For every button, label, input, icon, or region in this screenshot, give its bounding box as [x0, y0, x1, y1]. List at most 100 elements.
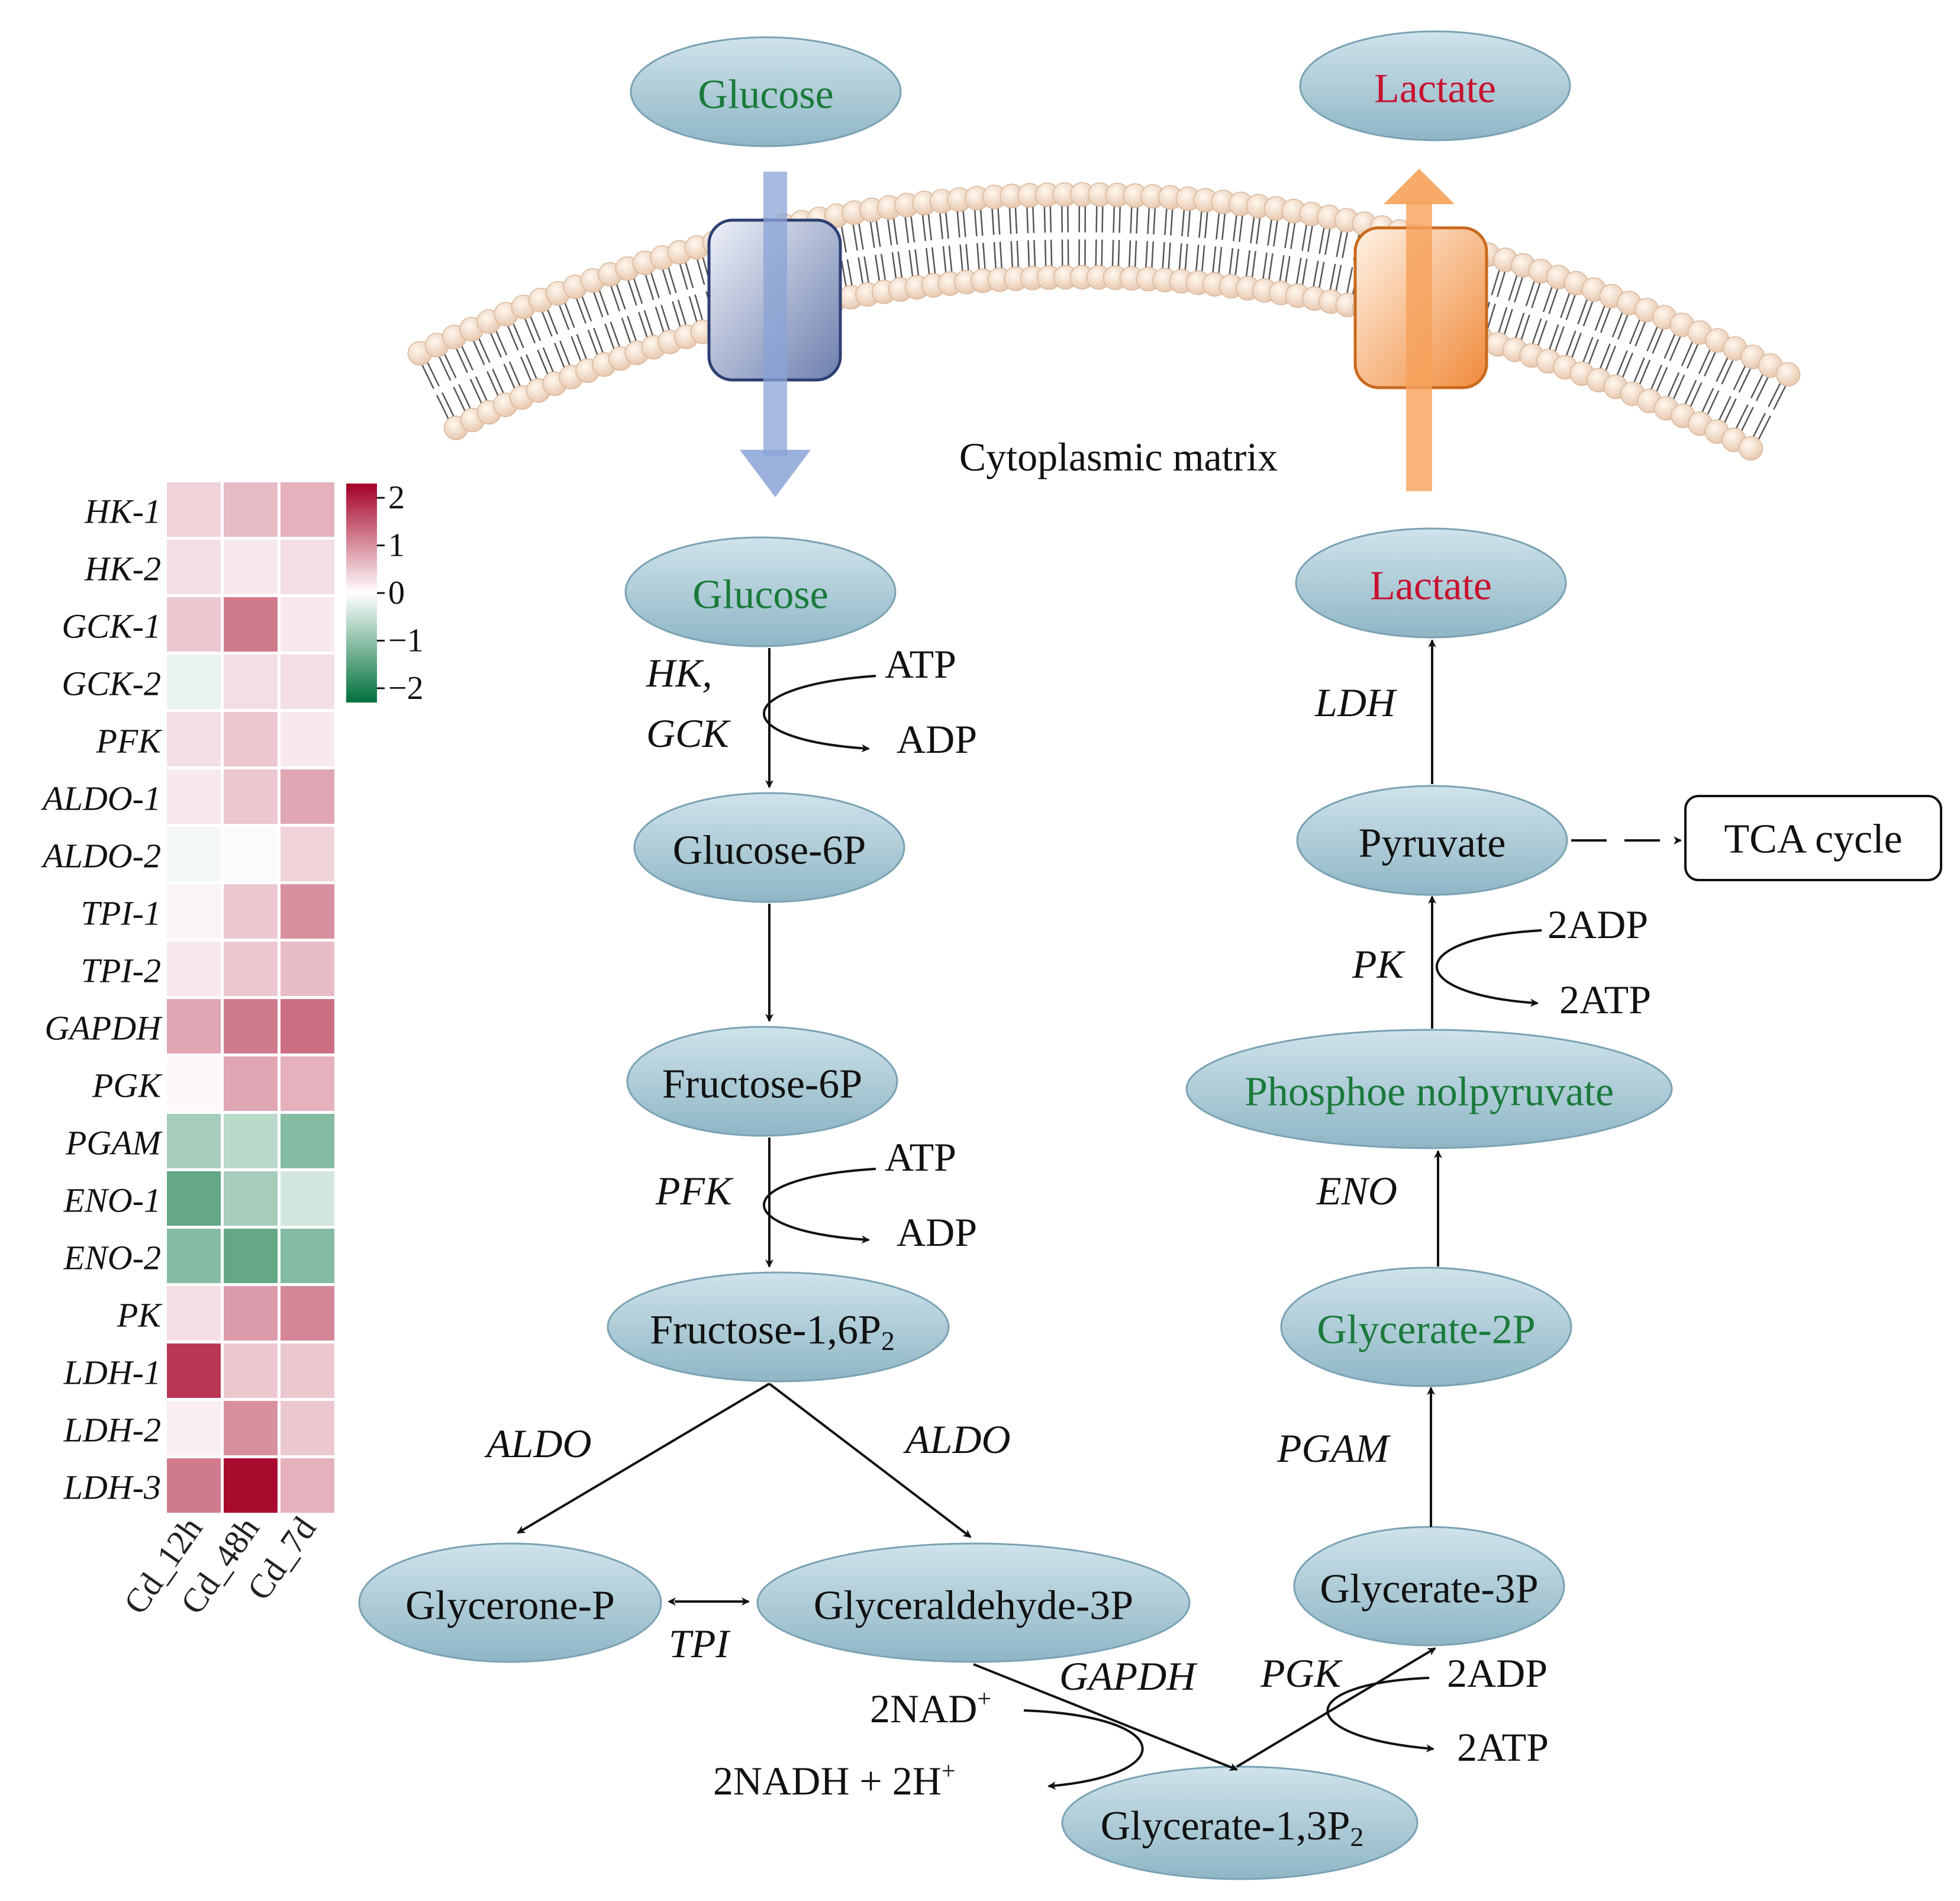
glycerate-3p-label: Glycerate-3P: [1320, 1567, 1538, 1612]
svg-text:Fructose-1,6P2: Fructose-1,6P2: [650, 1307, 895, 1356]
enzyme-pgk-label: PGK: [1260, 1651, 1343, 1696]
heatmap-cell: [281, 655, 334, 709]
lipid-tail: [441, 392, 455, 418]
heatmap-cell: [281, 1343, 334, 1398]
lipid-tail: [508, 361, 521, 387]
lipid-tail: [1486, 303, 1496, 330]
lipid-tail: [1016, 240, 1020, 268]
lipid-tail: [1635, 320, 1646, 347]
lipid-tail: [1650, 365, 1662, 391]
lipid-tail: [927, 213, 933, 241]
heatmap-cell: [167, 999, 221, 1053]
lipid-tail: [1049, 205, 1052, 233]
enzyme-gapdh-label: GAPDH: [1059, 1654, 1198, 1699]
lipid-tail: [507, 324, 519, 351]
heatmap-cell: [167, 1229, 221, 1283]
arrow-nad-nadh: [1023, 1709, 1144, 1790]
glycerate-13p2-node: Glycerate-1,3P2: [1061, 1765, 1419, 1880]
lactate-label: Lactate: [1370, 563, 1492, 609]
lipid-tail: [1346, 267, 1353, 294]
lactate-node: Lactate: [1295, 527, 1567, 639]
lipid-tail: [1245, 250, 1251, 278]
heatmap-cell: [167, 712, 221, 766]
heatmap-cell: [167, 597, 221, 652]
heatmap-cell: [224, 1056, 278, 1111]
lipid-tail: [1525, 280, 1536, 307]
heatmap-cell: [281, 597, 334, 652]
lipid-tail: [1312, 260, 1319, 288]
pyruvate-node: Pyruvate: [1296, 785, 1568, 896]
lipid-tail: [1008, 207, 1012, 234]
lipid-tail: [472, 340, 485, 366]
lipid-tail: [1010, 241, 1014, 269]
lipid-tail: [593, 327, 604, 354]
lipid-tail: [892, 217, 898, 245]
lipid-tail: [587, 330, 599, 356]
svg-text:2NAD+: 2NAD+: [870, 1686, 991, 1731]
heatmap-row-label: PGAM: [65, 1124, 163, 1162]
heatmap-cell: [224, 482, 278, 537]
lipid-tail: [1600, 307, 1611, 333]
lipid-tail: [610, 285, 621, 312]
lipid-tail: [524, 317, 536, 344]
enzyme-pfk-label: PFK: [655, 1168, 734, 1213]
outside-glucose-node: Glucose: [630, 36, 902, 147]
lipid-tail: [1560, 292, 1571, 318]
lipid-tail: [1295, 257, 1302, 285]
lipid-tail: [575, 297, 586, 324]
lipid-tail: [1508, 274, 1518, 301]
lipid-tail: [1757, 415, 1771, 441]
lipid-tail: [997, 207, 1001, 235]
lipid-tail: [1571, 332, 1582, 359]
glycerate-13p2-label: Glycerate-1,3P: [1101, 1803, 1350, 1849]
lipid-tail: [563, 302, 575, 328]
lipid-tail: [1655, 367, 1668, 393]
heatmap-cell: [167, 1056, 221, 1111]
lipid-tail: [948, 245, 953, 273]
lipid-tail: [858, 257, 864, 285]
lipid-tail: [1733, 365, 1746, 391]
heatmap-cell: [281, 1229, 334, 1283]
lipid-tail: [993, 241, 997, 269]
lipid-tail: [541, 311, 553, 337]
heatmap-row-label: PGK: [92, 1067, 163, 1105]
cofactor-nadh: 2NADH + 2H: [713, 1758, 942, 1803]
lipid-tail: [956, 210, 960, 238]
lipid-tail: [1267, 218, 1273, 246]
lipid-tail: [1565, 330, 1577, 357]
lipid-tail: [925, 247, 930, 275]
lipid-tail: [1151, 241, 1155, 269]
lipid-tail: [1027, 240, 1030, 268]
heatmap-cell: [224, 1286, 278, 1341]
lipid-tail: [1136, 206, 1139, 234]
lipid-tail: [1548, 324, 1559, 351]
lipid-tail: [495, 330, 508, 356]
lipid-tail: [914, 249, 920, 277]
lipid-tail: [852, 223, 858, 251]
heatmap-cell: [224, 1401, 278, 1455]
lipid-tail: [643, 310, 654, 337]
lipid-tail: [891, 252, 897, 280]
cofactor-nad-superscript: +: [977, 1686, 991, 1713]
lipid-tail: [1262, 252, 1268, 280]
lipid-tail: [478, 337, 491, 363]
lipid-tail: [1307, 224, 1314, 252]
lipid-tail: [1721, 359, 1735, 385]
lipid-tail: [1633, 357, 1645, 384]
heatmap-cell: [224, 1229, 278, 1283]
lipid-tail: [627, 279, 637, 306]
fructose-6p-label: Fructose-6P: [662, 1062, 862, 1107]
lipid-tail: [592, 291, 604, 318]
lipid-tail: [1491, 269, 1501, 296]
lipid-tail: [1652, 328, 1664, 354]
lipid-tail: [492, 369, 505, 395]
lipid-tail: [1735, 404, 1749, 430]
lipid-tail: [1212, 246, 1217, 274]
lipid-tail: [1117, 240, 1120, 268]
heatmap-cell: [281, 1458, 334, 1513]
lipid-tail: [1514, 276, 1524, 303]
lipid-tail: [982, 243, 986, 270]
lipid-tail: [1229, 248, 1234, 276]
cofactor-atp-1: ATP: [885, 642, 956, 687]
lipid-tail: [1342, 231, 1349, 259]
